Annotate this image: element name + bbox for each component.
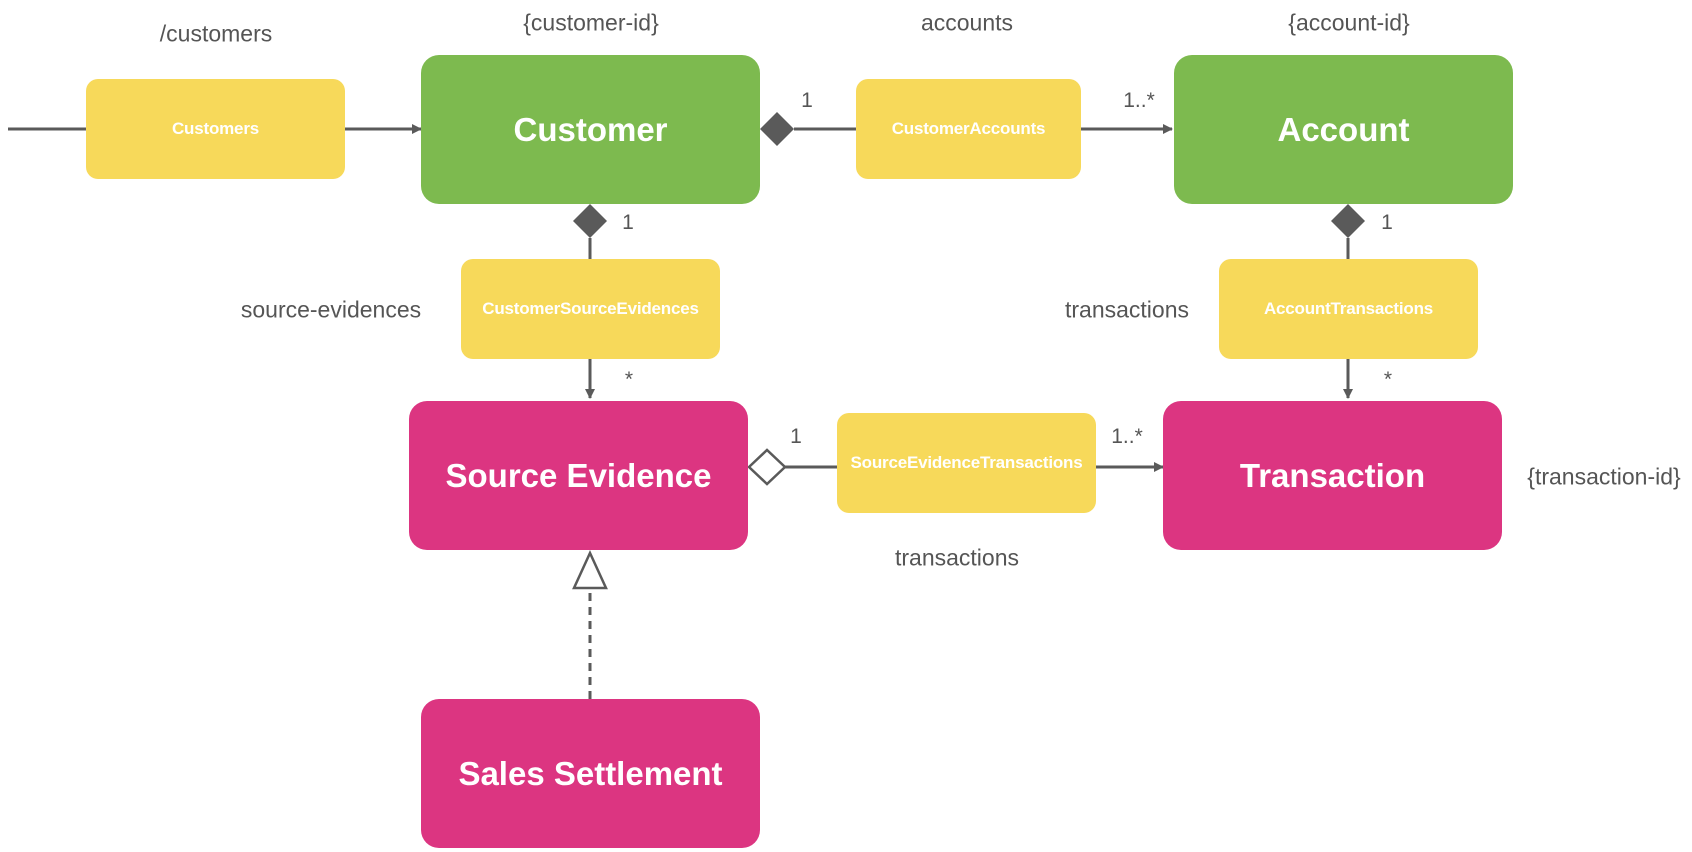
customer-source-evidences-resource-label: CustomerSourceEvidences (482, 299, 699, 318)
account-transactions-resource[interactable]: AccountTransactions (1219, 259, 1478, 359)
transaction-entity-label: Transaction (1239, 456, 1426, 494)
mult-evidence-transactions-target: 1..* (1111, 425, 1143, 448)
composition-diamond-customer-evidences (573, 204, 607, 238)
source-evidence-transactions-resource-label: SourceEvidenceTransactions (850, 453, 1083, 472)
customers-path-label: /customers (159, 20, 273, 47)
mult-account-transactions-target: * (1383, 368, 1393, 391)
aggregation-diamond-evidence-transactions (747, 448, 787, 486)
account-id-path-label: {account-id} (1288, 9, 1410, 36)
evidence-transactions-path-label: transactions (894, 544, 1020, 571)
customer-source-evidences-resource[interactable]: CustomerSourceEvidences (461, 259, 720, 359)
source-evidence-transactions-resource[interactable]: SourceEvidenceTransactions (837, 413, 1096, 513)
source-evidence-entity[interactable]: Source Evidence (409, 401, 748, 550)
source-evidence-entity-label: Source Evidence (445, 456, 712, 494)
mult-customer-evidences-source: 1 (622, 211, 634, 234)
mult-customer-evidences-target: * (624, 368, 634, 391)
transaction-entity[interactable]: Transaction (1163, 401, 1502, 550)
customer-accounts-resource[interactable]: CustomerAccounts (856, 79, 1081, 179)
realization-triangle (572, 549, 608, 590)
mult-evidence-transactions-source: 1 (790, 425, 802, 448)
customer-entity[interactable]: Customer (421, 55, 760, 204)
customer-accounts-resource-label: CustomerAccounts (891, 119, 1046, 138)
customers-resource[interactable]: Customers (86, 79, 345, 179)
accounts-path-label: accounts (920, 9, 1014, 36)
customer-id-path-label: {customer-id} (523, 9, 659, 36)
customer-entity-label: Customer (513, 110, 668, 148)
transaction-id-path-label: {transaction-id} (1527, 463, 1681, 490)
source-evidences-path-label: source-evidences (240, 296, 422, 323)
sales-settlement-entity-label: Sales Settlement (458, 754, 723, 792)
composition-diamond-customer-accounts (760, 112, 794, 146)
sales-settlement-entity[interactable]: Sales Settlement (421, 699, 760, 848)
mult-customer-accounts-source: 1 (801, 89, 813, 112)
account-entity-label: Account (1277, 110, 1410, 148)
customers-resource-label: Customers (171, 119, 259, 138)
account-entity[interactable]: Account (1174, 55, 1513, 204)
composition-diamond-account-transactions (1331, 204, 1365, 238)
account-transactions-path-label: transactions (1064, 296, 1190, 323)
mult-account-transactions-source: 1 (1381, 211, 1393, 234)
account-transactions-resource-label: AccountTransactions (1263, 299, 1434, 318)
mult-customer-accounts-target: 1..* (1123, 89, 1155, 112)
